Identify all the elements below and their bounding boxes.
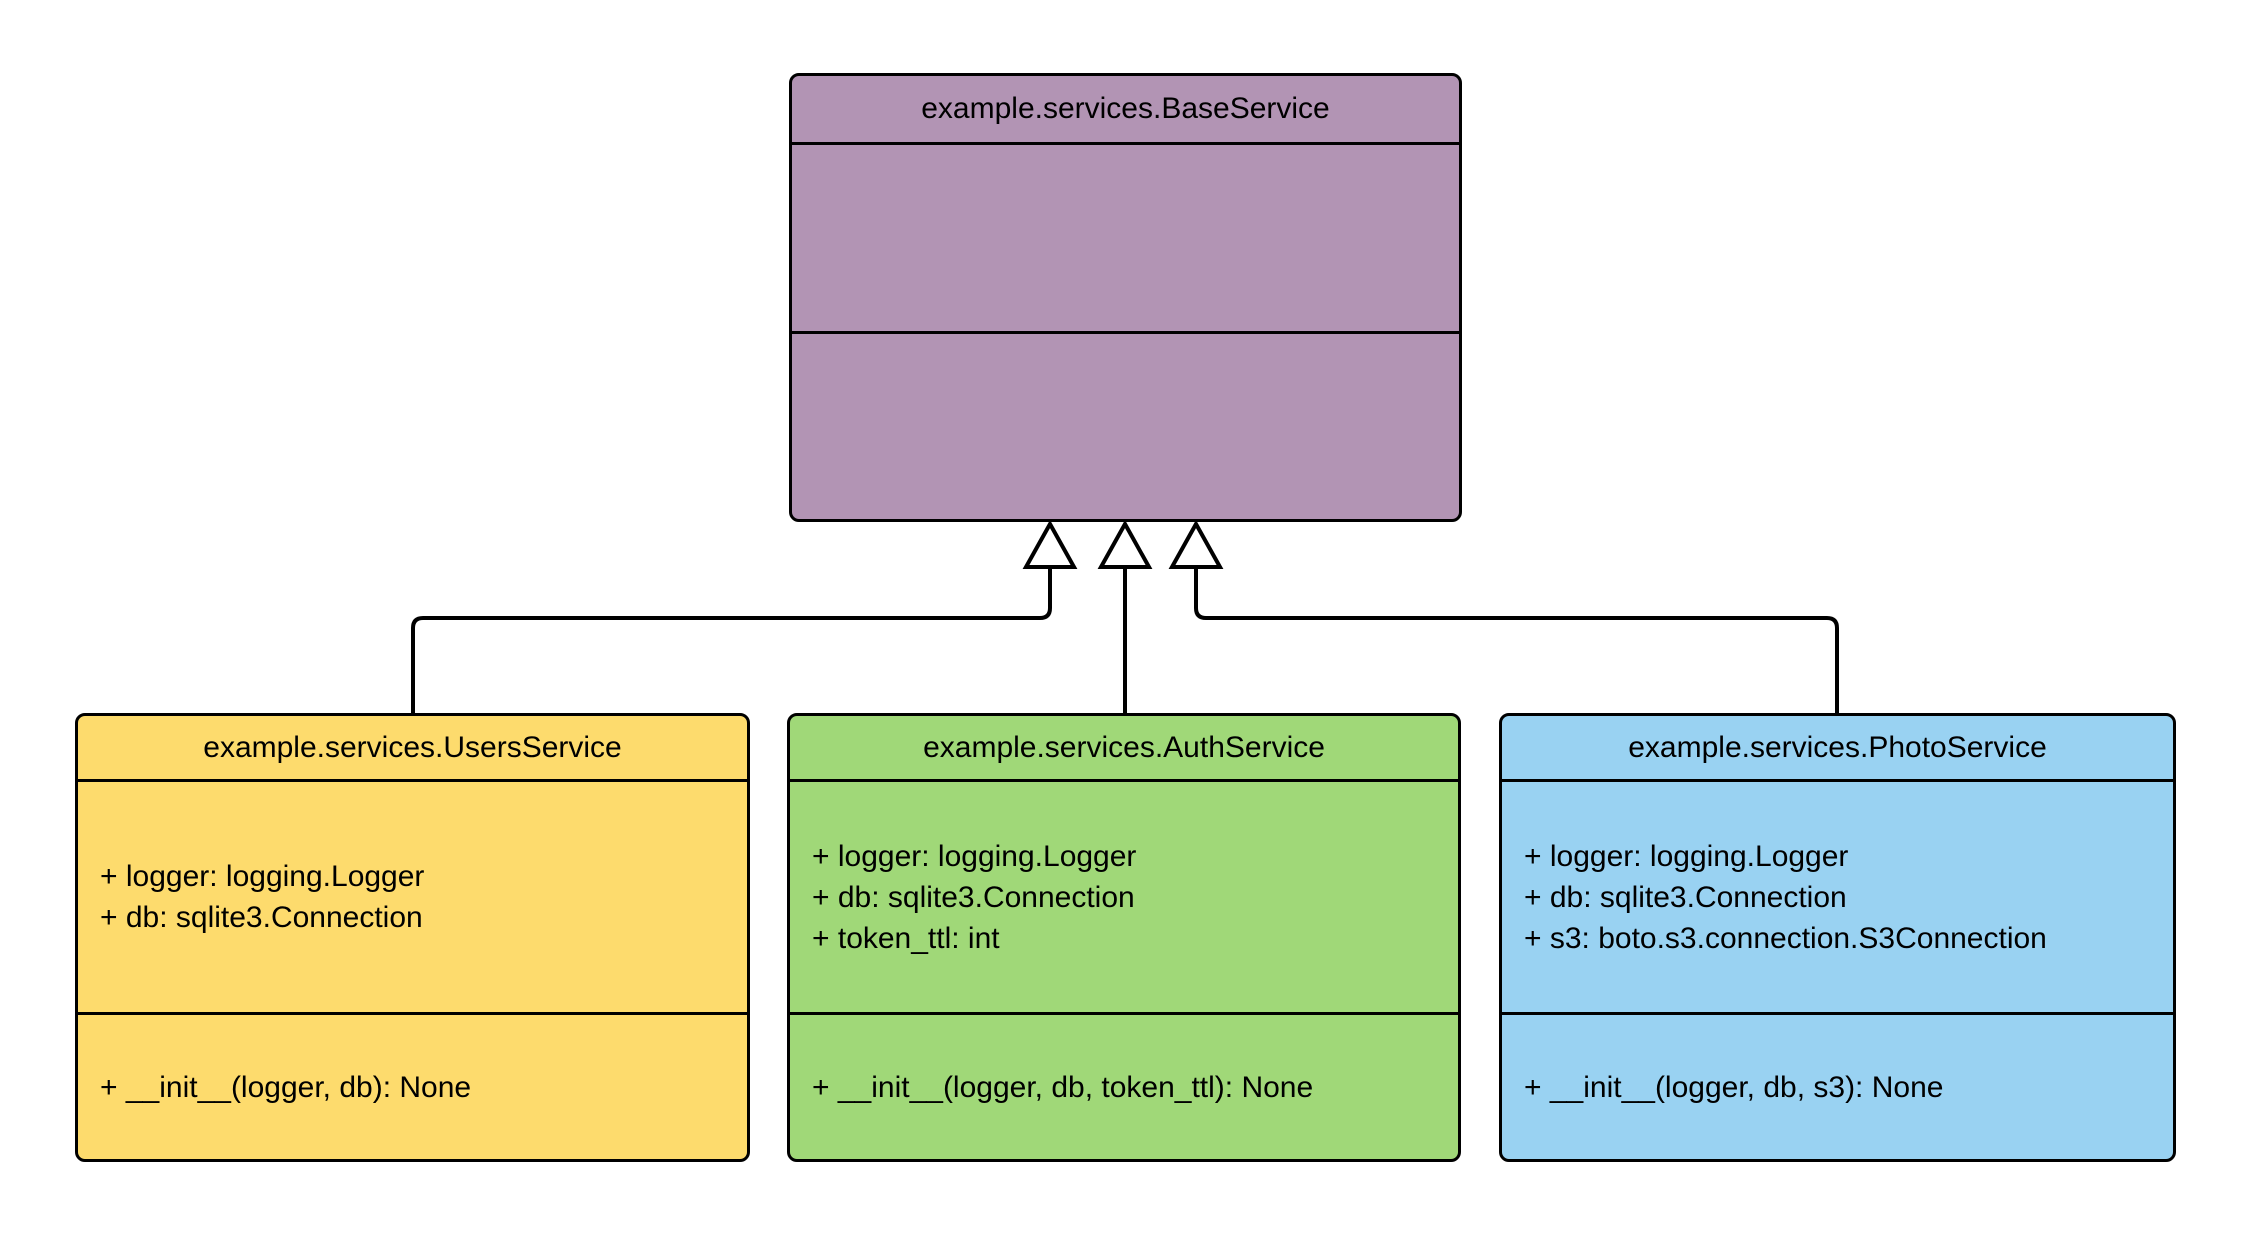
attributes-section (792, 145, 1459, 334)
class-header: example.services.PhotoService (1502, 716, 2173, 782)
class-title: example.services.AuthService (923, 730, 1325, 764)
method-line: + __init__(logger, db): None (100, 1070, 472, 1104)
attribute-line: + logger: logging.Logger (812, 839, 1137, 873)
methods-section (792, 334, 1459, 519)
class-title: example.services.BaseService (921, 92, 1330, 125)
attribute-line: + logger: logging.Logger (100, 860, 425, 893)
class-box-users-service: example.services.UsersService + logger: … (75, 713, 750, 1162)
class-title: example.services.PhotoService (1628, 730, 2047, 764)
inheritance-edge-users-to-base (411, 565, 1052, 713)
class-header: example.services.BaseService (792, 76, 1459, 145)
class-box-auth-service: example.services.AuthService + logger: l… (787, 713, 1461, 1162)
attribute-line: + db: sqlite3.Connection (1524, 880, 1847, 914)
attributes-section: + logger: logging.Logger + db: sqlite3.C… (1502, 782, 2173, 1015)
methods-section: + __init__(logger, db, s3): None (1502, 1015, 2173, 1159)
method-line: + __init__(logger, db, s3): None (1524, 1070, 1944, 1104)
inheritance-edge-photo-to-base (1194, 565, 1839, 713)
class-header: example.services.AuthService (790, 716, 1458, 782)
class-box-base-service: example.services.BaseService (789, 73, 1462, 522)
inheritance-triangle-icon (1022, 519, 1078, 569)
inheritance-triangle-icon (1097, 519, 1153, 569)
attribute-line: + logger: logging.Logger (1524, 839, 1849, 873)
attributes-section: + logger: logging.Logger + db: sqlite3.C… (78, 782, 747, 1015)
class-box-photo-service: example.services.PhotoService + logger: … (1499, 713, 2176, 1162)
attribute-line: + db: sqlite3.Connection (812, 880, 1135, 914)
attribute-line: + db: sqlite3.Connection (100, 901, 423, 934)
attribute-line: + s3: boto.s3.connection.S3Connection (1524, 921, 2047, 955)
attributes-section: + logger: logging.Logger + db: sqlite3.C… (790, 782, 1458, 1015)
attribute-line: + token_ttl: int (812, 921, 1000, 955)
class-title: example.services.UsersService (203, 730, 622, 764)
method-line: + __init__(logger, db, token_ttl): None (812, 1070, 1314, 1104)
methods-section: + __init__(logger, db, token_ttl): None (790, 1015, 1458, 1159)
inheritance-triangle-icon (1168, 519, 1224, 569)
class-header: example.services.UsersService (78, 716, 747, 782)
methods-section: + __init__(logger, db): None (78, 1015, 747, 1159)
